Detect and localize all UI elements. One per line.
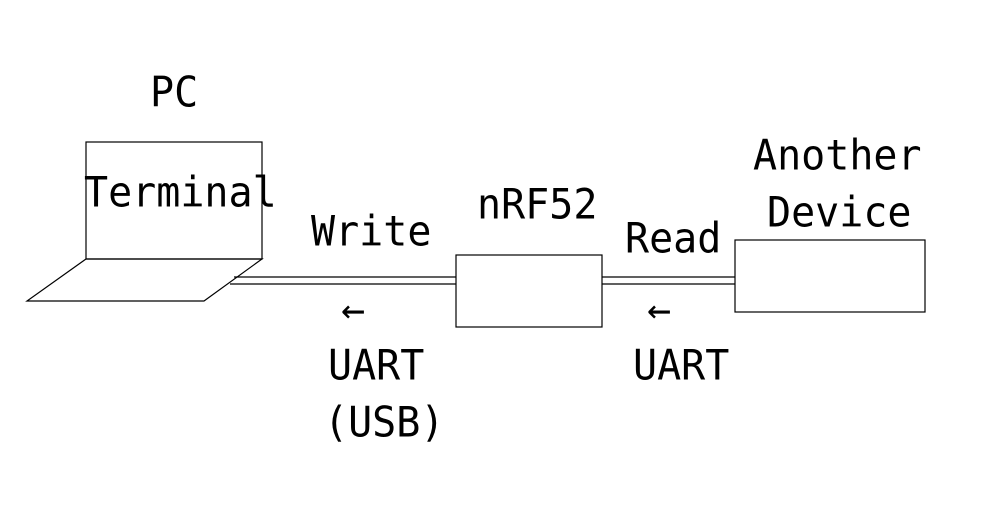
pc-screen-label: Terminal [84, 168, 277, 218]
left-arrow-icon: ← [341, 287, 366, 333]
right-arrow-icon: ← [647, 287, 672, 333]
another-device-line2: Device [767, 188, 912, 238]
right-uart-label: UART [633, 341, 730, 391]
read-label: Read [625, 214, 722, 264]
nrf52-box [455, 254, 603, 328]
pc-keyboard-base [25, 258, 264, 302]
pc-title: PC [150, 68, 199, 118]
another-device-box [734, 239, 926, 313]
nrf52-label: nRF52 [477, 180, 598, 230]
left-usb-note: (USB) [324, 398, 445, 448]
another-device-line1: Another [753, 131, 922, 181]
write-label: Write [311, 207, 432, 257]
left-uart-label: UART [328, 341, 425, 391]
